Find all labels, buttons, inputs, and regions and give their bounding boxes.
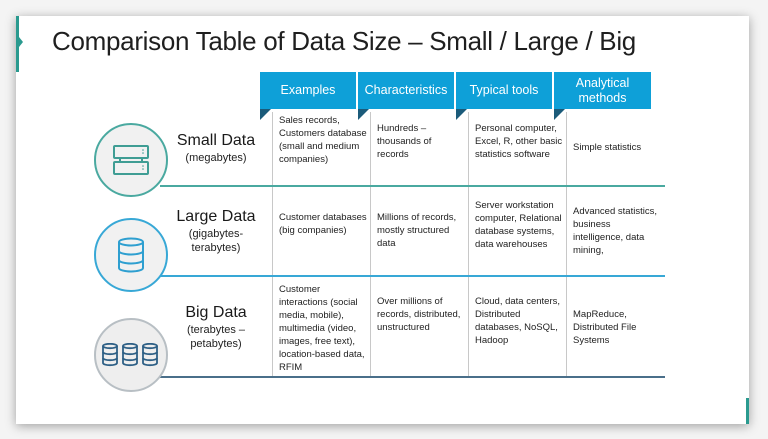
small-data-icon-circle	[94, 123, 168, 197]
row-separator-small	[160, 185, 665, 187]
big-data-examples: Customer interactions (social media, mob…	[279, 284, 365, 373]
column-divider	[370, 112, 371, 378]
header-characteristics: Characteristics	[358, 72, 454, 109]
large-data-icon-circle	[94, 218, 168, 292]
row-separator-large	[160, 275, 665, 277]
slide-title: Comparison Table of Data Size – Small / …	[52, 26, 636, 56]
left-accent-notch	[19, 37, 23, 47]
small-data-label: Small Data (megabytes)	[170, 131, 262, 165]
server-stack-icon	[113, 145, 149, 175]
header-analytical-line1: Analytical	[575, 75, 630, 90]
big-data-tools: Cloud, data centers, Distributed databas…	[475, 296, 561, 346]
header-analytical-line2: methods	[578, 90, 627, 105]
row-separator-big	[160, 376, 665, 378]
small-data-subtitle: (megabytes)	[185, 152, 247, 164]
bottom-right-accent-bar	[746, 398, 749, 424]
small-data-methods: Simple statistics	[573, 142, 642, 153]
big-data-subtitle: (terabytes – petabytes)	[186, 324, 246, 350]
database-icon	[118, 237, 144, 273]
big-data-icon-circle	[94, 318, 168, 392]
header-typical-tools: Typical tools	[456, 72, 552, 109]
header-fold-examples	[260, 109, 271, 120]
column-divider	[468, 112, 469, 378]
header-analytical-methods: Analytical methods	[554, 72, 651, 109]
large-data-tools: Server workstation computer, Relational …	[475, 200, 562, 250]
large-data-characteristics: Millions of records, mostly structured d…	[377, 212, 457, 249]
small-data-characteristics: Hundreds – thousands of records	[377, 123, 432, 160]
header-examples: Examples	[260, 72, 356, 109]
header-fold-characteristics	[358, 109, 369, 120]
large-data-examples: Customer databases (big companies)	[279, 212, 367, 236]
small-data-tools: Personal computer, Excel, R, other basic…	[475, 123, 563, 160]
multiple-databases-icon	[102, 343, 158, 367]
header-fold-tools	[456, 109, 467, 120]
large-data-subtitle: (gigabytes-terabytes)	[188, 228, 244, 254]
big-data-methods: MapReduce, Distributed File Systems	[573, 309, 637, 346]
header-fold-methods	[554, 109, 565, 120]
large-data-methods: Advanced statistics, business intelligen…	[573, 206, 657, 256]
big-data-title: Big Data	[185, 304, 247, 321]
column-divider	[272, 112, 273, 378]
column-divider	[566, 112, 567, 378]
small-data-title: Small Data	[176, 132, 256, 149]
small-data-examples: Sales records, Customers database (small…	[279, 115, 367, 165]
left-accent-bar	[16, 16, 19, 72]
large-data-title: Large Data	[176, 208, 256, 225]
large-data-label: Large Data (gigabytes-terabytes)	[170, 207, 262, 255]
big-data-characteristics: Over millions of records, distributed, u…	[377, 296, 461, 333]
big-data-label: Big Data (terabytes – petabytes)	[170, 303, 262, 351]
